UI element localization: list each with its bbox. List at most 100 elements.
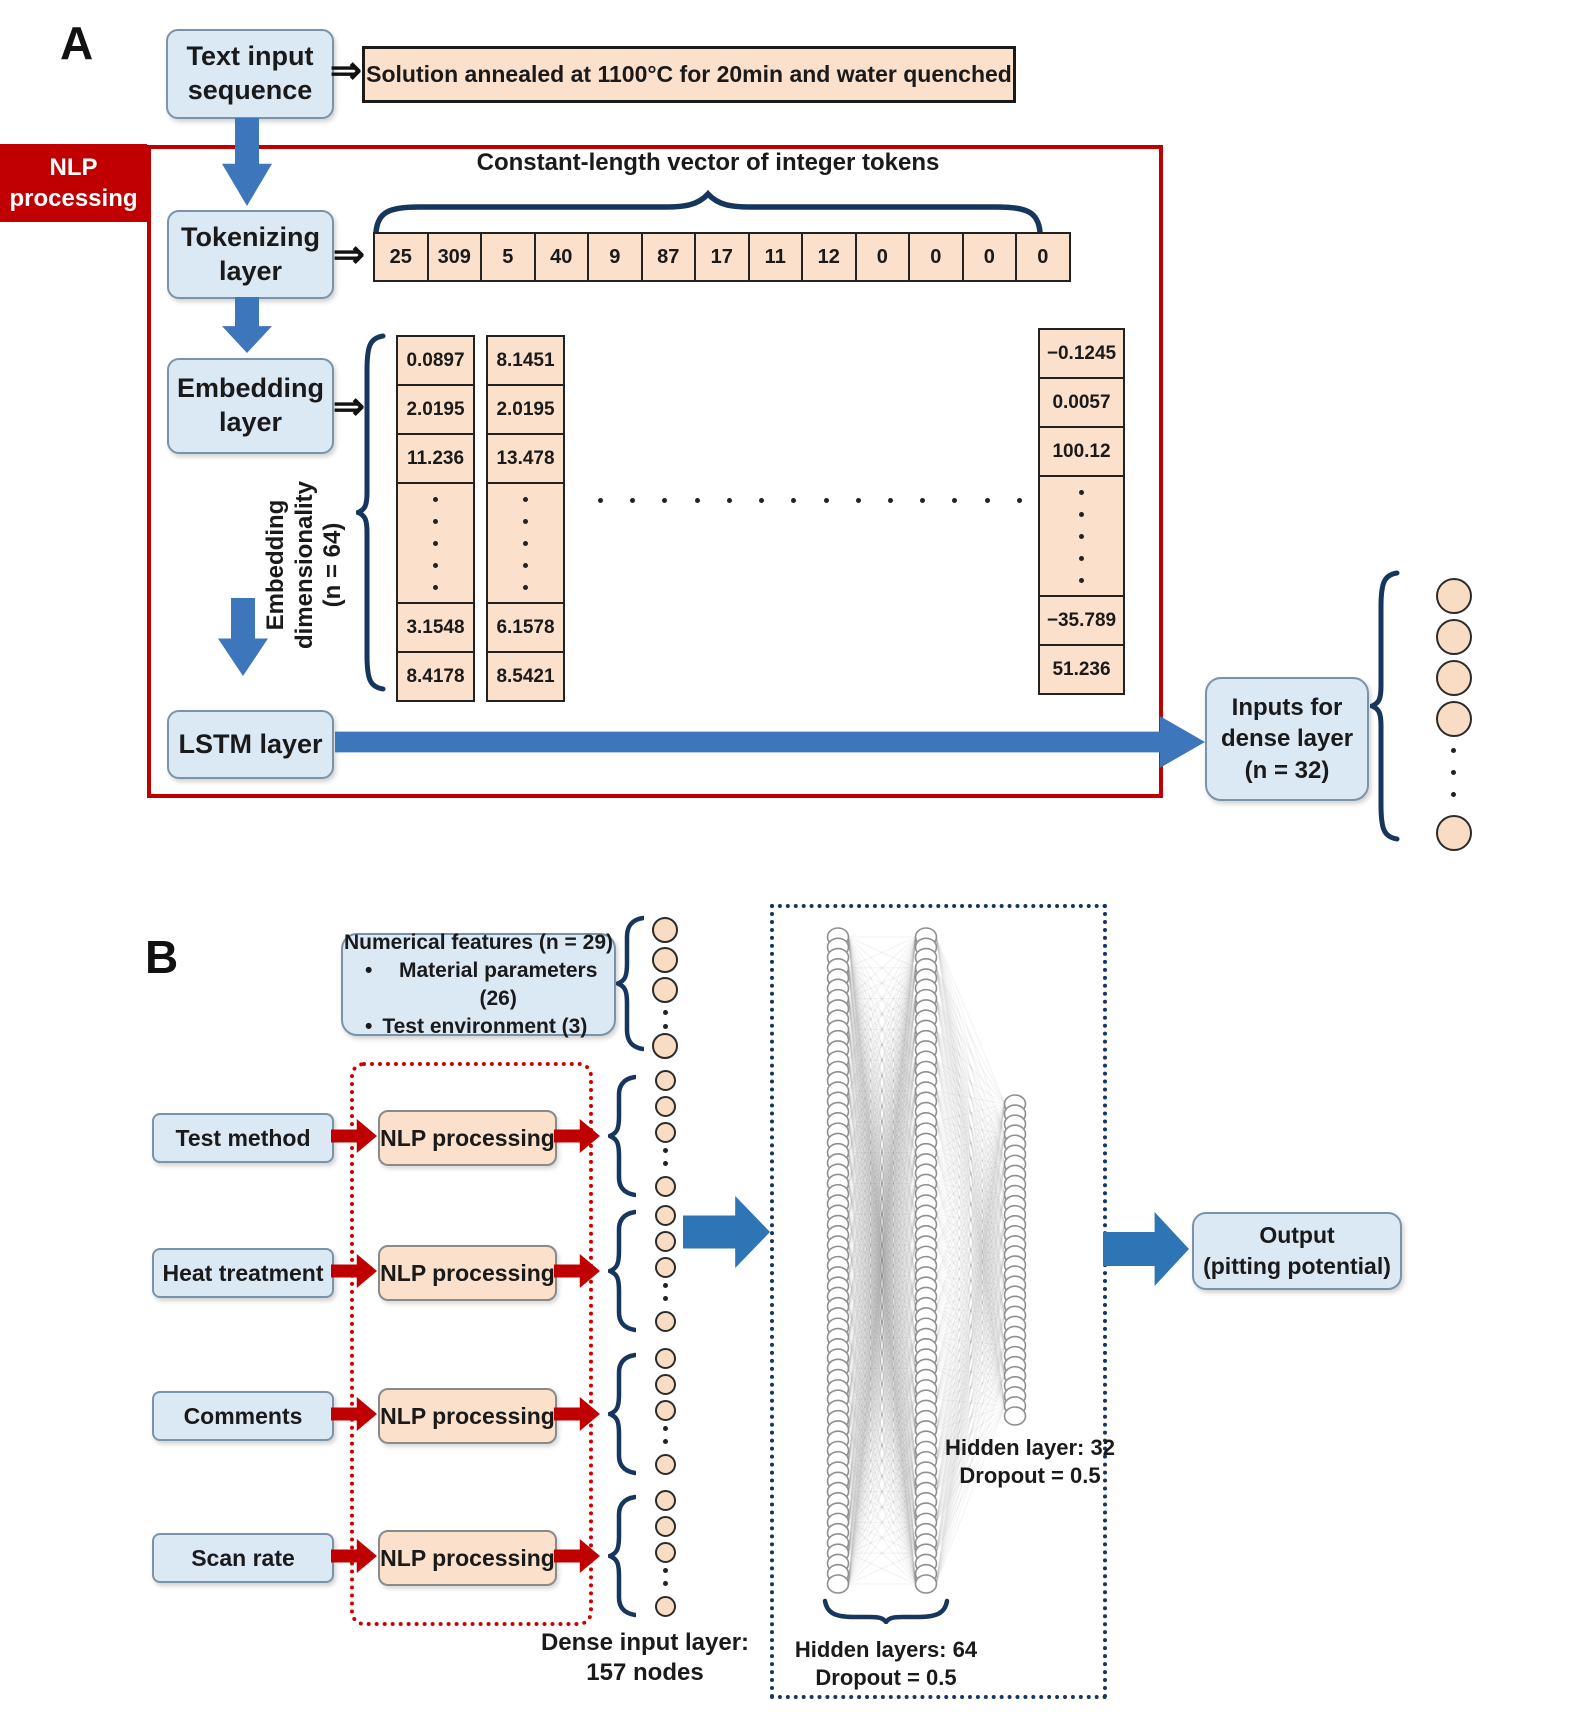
embed-cell: 0.0057 — [1038, 377, 1125, 428]
to-network-arrow-icon — [683, 1196, 770, 1268]
embed-ellipsis — [486, 482, 565, 604]
row-brace — [604, 1494, 638, 1618]
embedding-dimensionality-label: Embedding dimensionality (n = 64) — [261, 480, 347, 650]
nlp-tab-line2: processing — [9, 185, 138, 212]
output-box: Output (pitting potential) — [1192, 1212, 1402, 1290]
embedding-line1: Embedding — [177, 373, 324, 404]
embedding-horizontal-ellipsis — [598, 496, 1022, 504]
node-ellipsis-dot — [662, 1425, 668, 1431]
text-input-line2: sequence — [187, 75, 313, 105]
embedding-vector-2: 8.1451 2.0195 13.478 6.1578 8.5421 — [486, 335, 565, 702]
tokenizing-line2: layer — [218, 255, 283, 286]
dense-input-node — [654, 1121, 676, 1143]
dense-input-layer-label: Dense input layer: 157 nodes — [540, 1629, 750, 1686]
token-cell: 40 — [533, 232, 589, 282]
dense-input-node — [652, 1033, 678, 1059]
network-graph — [826, 927, 1027, 1594]
nlp-group-dotted-box — [350, 1062, 593, 1626]
nlp-processing-box-2: NLP processing — [378, 1245, 557, 1301]
node-ellipsis-dot — [662, 1147, 668, 1153]
row-brace — [604, 1074, 638, 1198]
token-cell: 25 — [373, 232, 429, 282]
dense-input-node — [654, 1204, 676, 1226]
dense-input-node — [654, 1230, 676, 1252]
embed-cell: 100.12 — [1038, 426, 1125, 477]
dense-input-node — [1436, 578, 1472, 614]
dense-input-node — [652, 977, 678, 1003]
dense-input-node — [652, 947, 678, 973]
node-ellipsis-dot — [662, 1160, 668, 1166]
test-method-box: Test method — [152, 1113, 334, 1163]
token-cell: 309 — [426, 232, 482, 282]
token-cell: 17 — [694, 232, 750, 282]
embed-ellipsis — [1038, 475, 1125, 597]
inputs-for-dense-layer-box: Inputs for dense layer (n = 32) — [1205, 677, 1369, 801]
dense-input-node — [654, 1399, 676, 1421]
nlp-processing-frame — [147, 145, 1163, 798]
dense-input-node — [654, 1256, 676, 1278]
embedding-vector-1: 0.0897 2.0195 11.236 3.1548 8.4178 — [396, 335, 475, 702]
embed-ellipsis — [396, 482, 475, 604]
dense-input-node — [652, 917, 678, 943]
token-cell: 9 — [587, 232, 643, 282]
embedding-dim-brace — [351, 333, 386, 692]
embed-cell: 2.0195 — [396, 384, 475, 435]
dense-input-node — [654, 1515, 676, 1537]
hidden-layer-32-label: Hidden layer: 32 Dropout = 0.5 — [945, 1435, 1115, 1488]
text-input-line1: Text input — [186, 41, 314, 72]
text-input-sequence-box: Text input sequence — [166, 29, 334, 119]
dense-input-node — [654, 1069, 676, 1091]
hidden-layers-brace — [822, 1598, 950, 1626]
token-vector-header: Constant-length vector of integer tokens — [476, 149, 940, 176]
panel-a-label: A — [60, 17, 94, 69]
dense-input-node — [654, 1453, 676, 1475]
to-output-arrow-icon — [1103, 1212, 1189, 1286]
dense-input-node — [654, 1373, 676, 1395]
nlp-processing-box-4: NLP processing — [378, 1530, 557, 1586]
token-cell: 11 — [747, 232, 803, 282]
embed-cell: 8.1451 — [486, 335, 565, 386]
token-row: 25 309 5 40 9 87 17 11 12 0 0 0 0 — [373, 232, 1071, 282]
dense-input-node — [654, 1541, 676, 1563]
tokenizing-line1: Tokenizing — [181, 221, 320, 252]
network-dotted-box — [770, 904, 1107, 1699]
nlp-processing-tab: NLP processing — [0, 144, 147, 222]
numerical-bullet-1: • Material parameters (26) — [343, 957, 614, 1012]
token-cell: 87 — [640, 232, 696, 282]
implies-arrow-icon-3: ⇒ — [333, 386, 365, 428]
node-ellipsis-dot — [662, 1023, 668, 1029]
dense-input-node — [654, 1095, 676, 1117]
bullet-icon: • — [365, 959, 373, 983]
numerical-title: Numerical features (n = 29) — [343, 930, 614, 954]
token-cell: 0 — [908, 232, 964, 282]
dense-input-node — [1436, 619, 1472, 655]
numerical-bullet-2: • Test environment (3) — [343, 1013, 587, 1041]
embed-cell: 2.0195 — [486, 384, 565, 435]
node-ellipsis-dot — [662, 1567, 668, 1573]
nlp-tab-line1: NLP — [49, 153, 98, 181]
dense-input-node — [654, 1595, 676, 1617]
tokenizing-layer-box: Tokenizing layer — [167, 210, 334, 299]
row-brace — [604, 1209, 638, 1333]
node-ellipsis-dot — [662, 1295, 668, 1301]
embed-cell: −0.1245 — [1038, 328, 1125, 379]
embedding-vector-last: −0.1245 0.0057 100.12 −35.789 51.236 — [1038, 328, 1125, 695]
node-ellipsis-dot — [662, 1009, 668, 1015]
implies-arrow-icon-2: ⇒ — [333, 234, 365, 276]
panel-b-label: B — [145, 931, 179, 983]
embed-cell: 11.236 — [396, 433, 475, 484]
embed-cell: 6.1578 — [486, 602, 565, 653]
embed-cell: 8.5421 — [486, 651, 565, 702]
scan-rate-box: Scan rate — [152, 1533, 334, 1583]
nlp-processing-box-1: NLP processing — [378, 1110, 557, 1166]
embed-cell: 8.4178 — [396, 651, 475, 702]
solution-text-box: Solution annealed at 1100°C for 20min an… — [362, 46, 1016, 103]
lstm-layer-box: LSTM layer — [167, 710, 334, 779]
dense-input-node — [1436, 660, 1472, 696]
node-ellipsis-dot — [662, 1282, 668, 1288]
token-cell: 12 — [801, 232, 857, 282]
embed-cell: 13.478 — [486, 433, 565, 484]
numerical-features-box: Numerical features (n = 29) • Material p… — [341, 931, 616, 1038]
embedding-layer-box: Embedding layer — [167, 358, 334, 454]
node-ellipsis-dot — [662, 1438, 668, 1444]
